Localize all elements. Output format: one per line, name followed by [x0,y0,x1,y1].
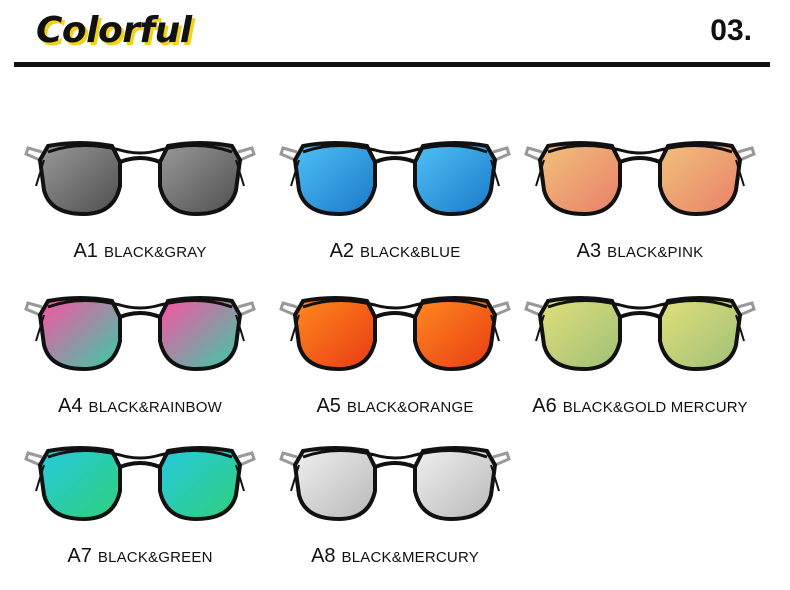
product-item-a2[interactable]: A2 BLACK&BLUE [275,130,515,280]
product-item-a3[interactable]: A3 BLACK&PINK [520,130,760,280]
sunglasses-icon [279,296,511,372]
product-caption: A1 BLACK&GRAY [20,240,260,263]
product-code: A8 [311,545,336,567]
product-color-name: BLACK&GOLD MERCURY [562,399,748,416]
product-caption: A6 BLACK&GOLD MERCURY [520,395,760,418]
page-number: 03. [710,14,752,47]
product-item-a5[interactable]: A5 BLACK&ORANGE [275,285,515,435]
product-code: A1 [73,240,98,262]
product-caption: A3 BLACK&PINK [520,240,760,263]
product-code: A7 [67,545,92,567]
sunglasses-icon [24,446,256,522]
header: Colorful 03. [0,0,790,75]
product-color-name: BLACK&PINK [607,244,704,261]
header-divider [14,62,770,67]
product-code: A2 [329,240,355,262]
product-color-name: BLACK&RAINBOW [88,399,222,416]
product-item-a4[interactable]: A4 BLACK&RAINBOW [20,285,260,435]
product-code: A3 [576,240,602,262]
product-color-name: BLACK&ORANGE [346,399,474,416]
product-code: A6 [532,395,557,417]
sunglasses-icon [524,141,756,217]
sunglasses-icon [524,296,756,372]
sunglasses-icon [24,141,256,217]
product-color-name: BLACK&GRAY [103,244,207,261]
product-color-name: BLACK&MERCURY [341,549,479,566]
sunglasses-icon [279,446,511,522]
product-caption: A4 BLACK&RAINBOW [20,395,260,418]
product-caption: A2 BLACK&BLUE [275,240,515,263]
product-item-a1[interactable]: A1 BLACK&GRAY [20,130,260,280]
product-caption: A5 BLACK&ORANGE [275,395,515,418]
product-caption: A8 BLACK&MERCURY [275,545,515,568]
page-title: Colorful [36,10,192,51]
product-color-name: BLACK&BLUE [360,244,461,261]
product-code: A4 [58,395,83,417]
product-code: A5 [316,395,341,417]
product-caption: A7 BLACK&GREEN [20,545,260,568]
product-item-a7[interactable]: A7 BLACK&GREEN [20,435,260,585]
product-item-a6[interactable]: A6 BLACK&GOLD MERCURY [520,285,760,435]
product-item-a8[interactable]: A8 BLACK&MERCURY [275,435,515,585]
sunglasses-icon [279,141,511,217]
sunglasses-icon [24,296,256,372]
product-color-name: BLACK&GREEN [97,549,213,566]
